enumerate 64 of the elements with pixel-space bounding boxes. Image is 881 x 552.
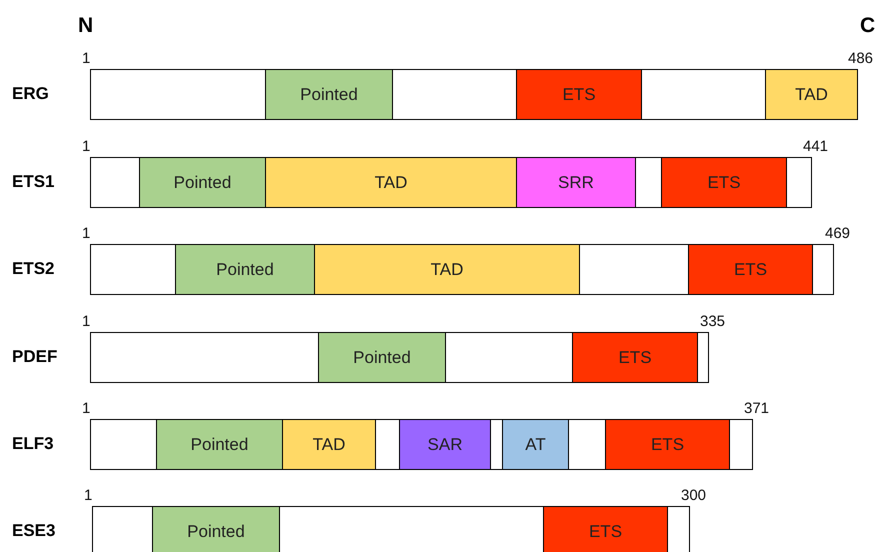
domain-block [516, 157, 636, 208]
residue-number: 1 [82, 400, 90, 417]
domain-label: Pointed [190, 434, 248, 454]
domain-block [175, 244, 315, 295]
domain-label: ETS [618, 348, 652, 368]
residue-number: 335 [700, 313, 726, 330]
residue-number: 1 [82, 138, 90, 155]
domain-label: Pointed [216, 260, 274, 280]
protein-name: PDEF [12, 347, 58, 367]
domain-label: TAD [795, 84, 828, 104]
domain-block [265, 69, 393, 120]
protein-bar [90, 157, 812, 208]
domain-label: Pointed [353, 348, 411, 368]
domain-label: TAD [312, 434, 346, 454]
protein-bar [90, 69, 857, 120]
domain-block [516, 69, 642, 120]
domain-block [139, 157, 266, 208]
domain-block [765, 69, 858, 120]
protein-name: ETS1 [12, 172, 55, 192]
domain-label: SRR [558, 172, 594, 192]
terminus-label: C [860, 14, 876, 38]
domain-label: AT [525, 434, 546, 454]
protein-bar [90, 419, 753, 470]
domain-label: ETS [707, 172, 741, 192]
residue-number: 486 [848, 50, 874, 67]
protein-bar [92, 506, 690, 552]
domain-block [152, 506, 280, 552]
protein-name: ESE3 [12, 521, 56, 541]
residue-number: 1 [82, 225, 90, 242]
domain-block [282, 419, 376, 470]
residue-number: 1 [82, 50, 90, 67]
domain-block [688, 244, 813, 295]
residue-number: 1 [82, 313, 90, 330]
domain-block [156, 419, 283, 470]
protein-name: ELF3 [12, 434, 54, 454]
domain-label: ETS [562, 84, 596, 104]
protein-name: ETS2 [12, 259, 55, 279]
domain-block [502, 419, 569, 470]
domain-block [265, 157, 517, 208]
domain-label: SAR [428, 434, 462, 454]
protein-name: ERG [12, 84, 49, 104]
residue-number: 441 [803, 138, 828, 155]
domain-label: Pointed [174, 172, 232, 192]
domain-label: Pointed [187, 522, 245, 542]
domain-block [314, 244, 580, 295]
residue-number: 371 [744, 400, 770, 417]
protein-bar [90, 244, 834, 295]
domain-label: TAD [374, 172, 408, 192]
residue-number: 469 [825, 225, 850, 242]
domain-block [605, 419, 730, 470]
domain-label: TAD [430, 260, 464, 280]
domain-label: ETS [588, 522, 622, 542]
domain-label: Pointed [300, 84, 358, 104]
domain-block [661, 157, 787, 208]
domain-label: ETS [734, 260, 768, 280]
residue-number: 1 [84, 487, 92, 504]
domain-block [572, 332, 698, 383]
residue-number: 300 [681, 487, 706, 504]
terminus-label: N [78, 14, 94, 38]
domain-block [318, 332, 446, 383]
domain-block [399, 419, 491, 470]
domain-block [543, 506, 668, 552]
protein-bar [90, 332, 709, 383]
domain-label: ETS [650, 434, 684, 454]
